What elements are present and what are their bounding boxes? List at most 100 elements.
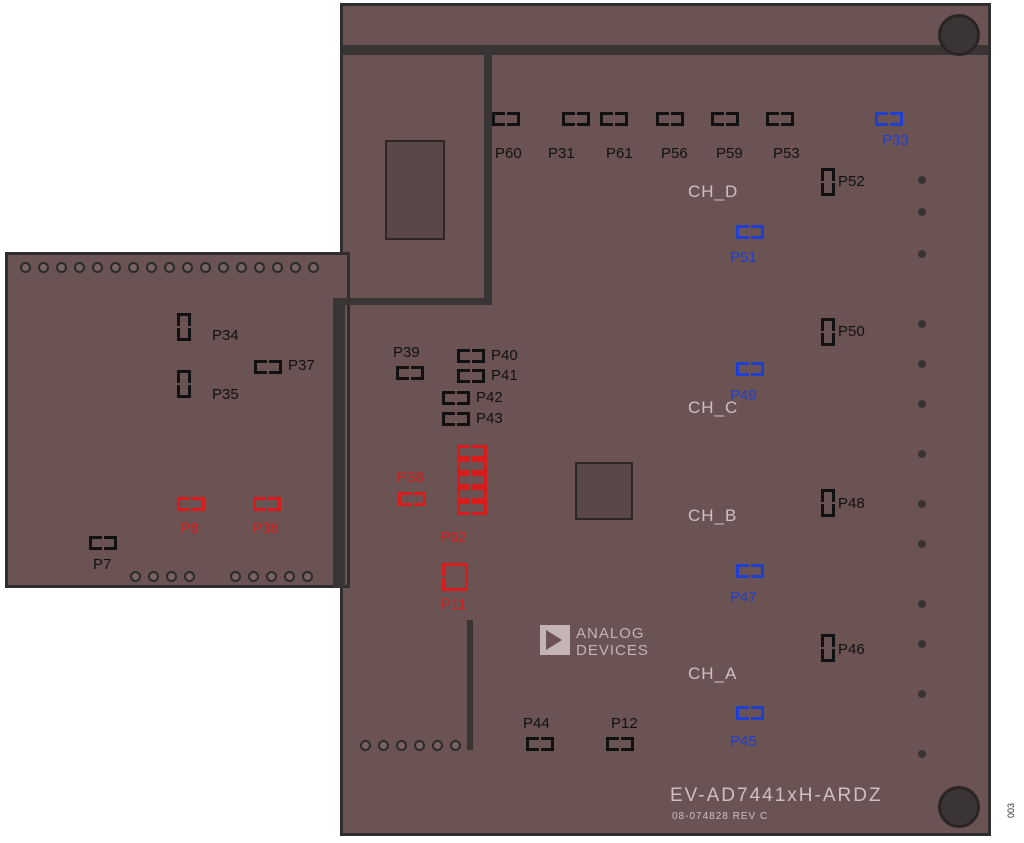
jumper-p34[interactable] (177, 313, 191, 341)
label-p40: P40 (491, 347, 518, 364)
jumper-p62-row5[interactable] (457, 501, 487, 515)
jumper-p41[interactable] (457, 369, 485, 383)
jumper-p51[interactable] (736, 225, 764, 239)
header-pad (432, 740, 443, 751)
header-pad (396, 740, 407, 751)
terminal-via (918, 690, 926, 698)
label-p62: P62 (440, 529, 467, 546)
jumper-p61[interactable] (600, 112, 628, 126)
label-p56: P56 (661, 145, 688, 162)
jumper-p60[interactable] (492, 112, 520, 126)
label-p11: P11 (441, 596, 467, 613)
channel-label-c: CH_C (688, 398, 739, 417)
jumper-p62-row1[interactable] (457, 445, 487, 459)
adc-chip (575, 462, 633, 520)
top-bus-trace (343, 45, 988, 55)
jumper-p62-row4[interactable] (457, 487, 487, 501)
header-pad (360, 740, 371, 751)
adi-logo-triangle-icon (546, 630, 562, 650)
header-pad (56, 262, 67, 273)
jumper-p43[interactable] (442, 412, 470, 426)
jumper-p31[interactable] (562, 112, 590, 126)
header-pad (290, 262, 301, 273)
header-pad (74, 262, 85, 273)
channel-label-b: CH_B (688, 506, 738, 525)
label-p45: P45 (730, 733, 757, 750)
jumper-p11[interactable] (442, 563, 468, 591)
left-vertical-trace (333, 298, 345, 588)
label-p53: P53 (773, 145, 800, 162)
jumper-p38[interactable] (398, 492, 426, 506)
board-part-number: 08-074828 REV C (672, 811, 769, 822)
header-pad (378, 740, 389, 751)
header-pad (130, 571, 141, 582)
label-p50: P50 (838, 323, 865, 340)
label-p42: P42 (476, 389, 503, 406)
regulator-chip (385, 140, 445, 240)
label-p60: P60 (495, 145, 522, 162)
daughter-board (5, 252, 350, 588)
jumper-p7[interactable] (89, 536, 117, 550)
header-pad (272, 262, 283, 273)
jumper-p36[interactable] (253, 497, 281, 511)
header-pad (184, 571, 195, 582)
header-pad (302, 571, 313, 582)
jumper-p42[interactable] (442, 391, 470, 405)
jumper-p39[interactable] (396, 366, 424, 380)
jumper-p46[interactable] (821, 634, 835, 662)
terminal-via (918, 400, 926, 408)
header-pad (450, 740, 461, 751)
jumper-p44[interactable] (526, 737, 554, 751)
jumper-p47[interactable] (736, 564, 764, 578)
header-pad (266, 571, 277, 582)
jumper-p62-row3[interactable] (457, 473, 487, 487)
label-p52: P52 (838, 173, 865, 190)
header-pad (284, 571, 295, 582)
figure-code: 003 (1006, 802, 1016, 818)
terminal-via (918, 250, 926, 258)
header-pad (200, 262, 211, 273)
jumper-p12[interactable] (606, 737, 634, 751)
header-pad (146, 262, 157, 273)
jumper-p59[interactable] (711, 112, 739, 126)
label-p46: P46 (838, 641, 865, 658)
jumper-p62-row2[interactable] (457, 459, 487, 473)
header-pad (110, 262, 121, 273)
jumper-p48[interactable] (821, 489, 835, 517)
label-p49: P49 (730, 387, 757, 404)
channel-label-d: CH_D (688, 182, 739, 201)
mounting-hole-bottom (938, 786, 980, 828)
jumper-p33[interactable] (875, 112, 903, 126)
header-pad (92, 262, 103, 273)
jumper-p56[interactable] (656, 112, 684, 126)
jumper-p40[interactable] (457, 349, 485, 363)
mounting-hole-top (938, 14, 980, 56)
jumper-p35[interactable] (177, 370, 191, 398)
header-pad (128, 262, 139, 273)
terminal-via (918, 450, 926, 458)
label-p12: P12 (611, 715, 638, 732)
jumper-p52[interactable] (821, 168, 835, 196)
jumper-p45[interactable] (736, 706, 764, 720)
jumper-p49[interactable] (736, 362, 764, 376)
label-p34: P34 (212, 327, 239, 344)
label-p31: P31 (548, 145, 575, 162)
label-p8: P8 (180, 520, 199, 537)
header-pad (148, 571, 159, 582)
label-p59: P59 (716, 145, 743, 162)
label-p36: P36 (252, 520, 279, 537)
header-pad (414, 740, 425, 751)
header-pad (248, 571, 259, 582)
header-pad (230, 571, 241, 582)
logo-line1: ANALOG (576, 625, 645, 642)
header-pad (38, 262, 49, 273)
label-p61: P61 (606, 145, 633, 162)
jumper-p37[interactable] (254, 360, 282, 374)
label-p48: P48 (838, 495, 865, 512)
label-p38: P38 (397, 469, 424, 486)
terminal-via (918, 320, 926, 328)
jumper-p50[interactable] (821, 318, 835, 346)
jumper-p8[interactable] (177, 497, 205, 511)
jumper-p53[interactable] (766, 112, 794, 126)
label-p35: P35 (212, 386, 239, 403)
